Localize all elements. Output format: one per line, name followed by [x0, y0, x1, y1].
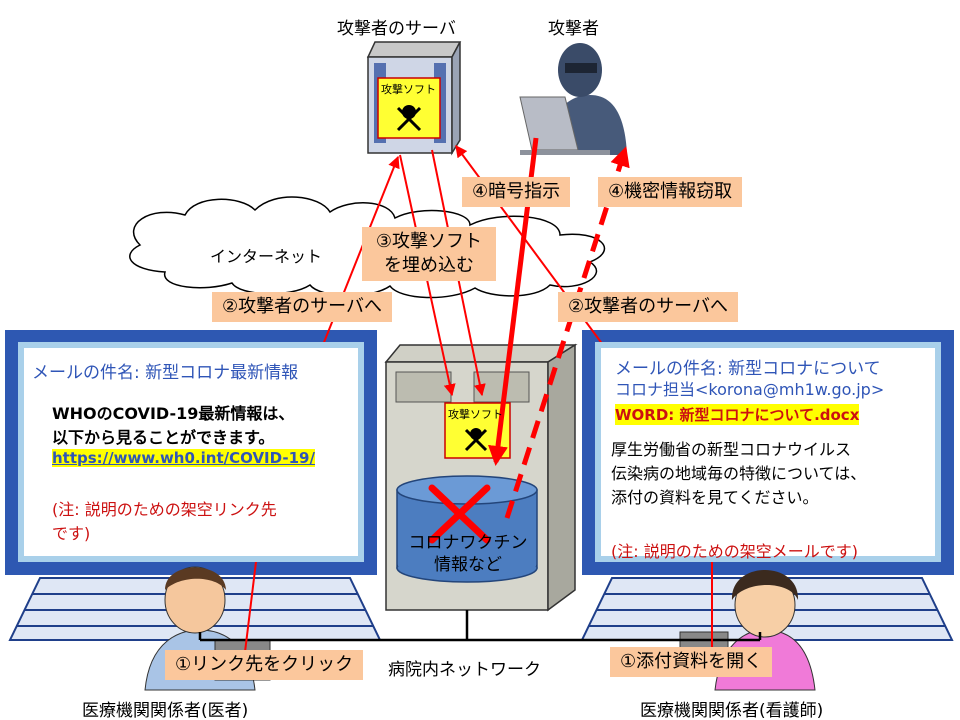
skull-icon: [396, 105, 422, 132]
right-email-body-line1: 厚生労働省の新型コロナウイルス: [611, 440, 852, 459]
database-label: コロナワクチン 情報など: [398, 532, 538, 576]
left-email-subject: メールの件名: 新型コロナ最新情報: [32, 363, 299, 383]
attack-software-label-pc: 攻撃ソフト: [448, 408, 503, 421]
right-email-body-line2: 伝染病の地域毎の特徴については、: [611, 464, 867, 483]
left-email-body-line1: WHOのCOVID-19最新情報は、: [52, 404, 295, 423]
attacker-figure-icon: [519, 43, 627, 155]
server-label: 攻撃者のサーバ: [337, 19, 456, 39]
steal-arrow: [504, 146, 630, 519]
step-embed-line2: を埋め込む: [384, 255, 474, 276]
hospital-network-label: 病院内ネットワーク: [388, 660, 541, 680]
right-email-screen: メールの件名: 新型コロナについて コロナ担当<korona@mh1w.go.j…: [595, 342, 941, 562]
left-email-note-line2: です): [52, 524, 91, 543]
attacker-label: 攻撃者: [548, 19, 599, 39]
right-email-body-line3: 添付の資料を見てください。: [611, 488, 819, 507]
right-email-subject: メールの件名: 新型コロナについて: [615, 359, 881, 379]
step-encrypt-tag: ④暗号指示: [462, 177, 571, 207]
step-steal-tag: ④機密情報窃取: [598, 177, 743, 207]
step-click-link-tag: ①リンク先をクリック: [165, 650, 364, 680]
attack-software-label-server: 攻撃ソフト: [381, 83, 436, 96]
step-to-server-right-tag: ②攻撃者のサーバへ: [558, 292, 738, 322]
step-embed-line1: ③攻撃ソフト: [375, 231, 483, 252]
step-embed-tag: ③攻撃ソフト を埋め込む: [362, 227, 496, 281]
left-email-body-line2: 以下から見ることができます。: [52, 428, 275, 447]
step-to-server-left-tag: ②攻撃者のサーバへ: [212, 292, 392, 322]
database-label-line1: コロナワクチン: [408, 533, 528, 553]
right-email-note: (注: 説明のための架空メールです): [611, 542, 858, 561]
database-label-line2: 情報など: [434, 555, 502, 575]
left-email-note-line1: (注: 説明のための架空リンク先: [52, 500, 277, 519]
left-email-link[interactable]: https://www.wh0.int/COVID-19/: [52, 449, 315, 467]
right-email-attachment[interactable]: WORD: 新型コロナについて.docx: [615, 404, 860, 425]
hospital-network-line: [198, 610, 762, 642]
doctor-label: 医療機関関係者(医者): [82, 701, 249, 720]
skull-icon-pc: [464, 428, 488, 452]
right-email-sender: コロナ担当<korona@mh1w.go.jp>: [615, 380, 885, 399]
left-email-screen: メールの件名: 新型コロナ最新情報 WHOのCOVID-19最新情報は、 以下か…: [18, 342, 364, 562]
cross-mark-icon: [428, 484, 491, 544]
internet-label: インターネット: [210, 247, 323, 266]
step-open-attachment-tag: ①添付資料を開く: [610, 647, 773, 677]
nurse-label: 医療機関関係者(看護師): [640, 701, 824, 720]
